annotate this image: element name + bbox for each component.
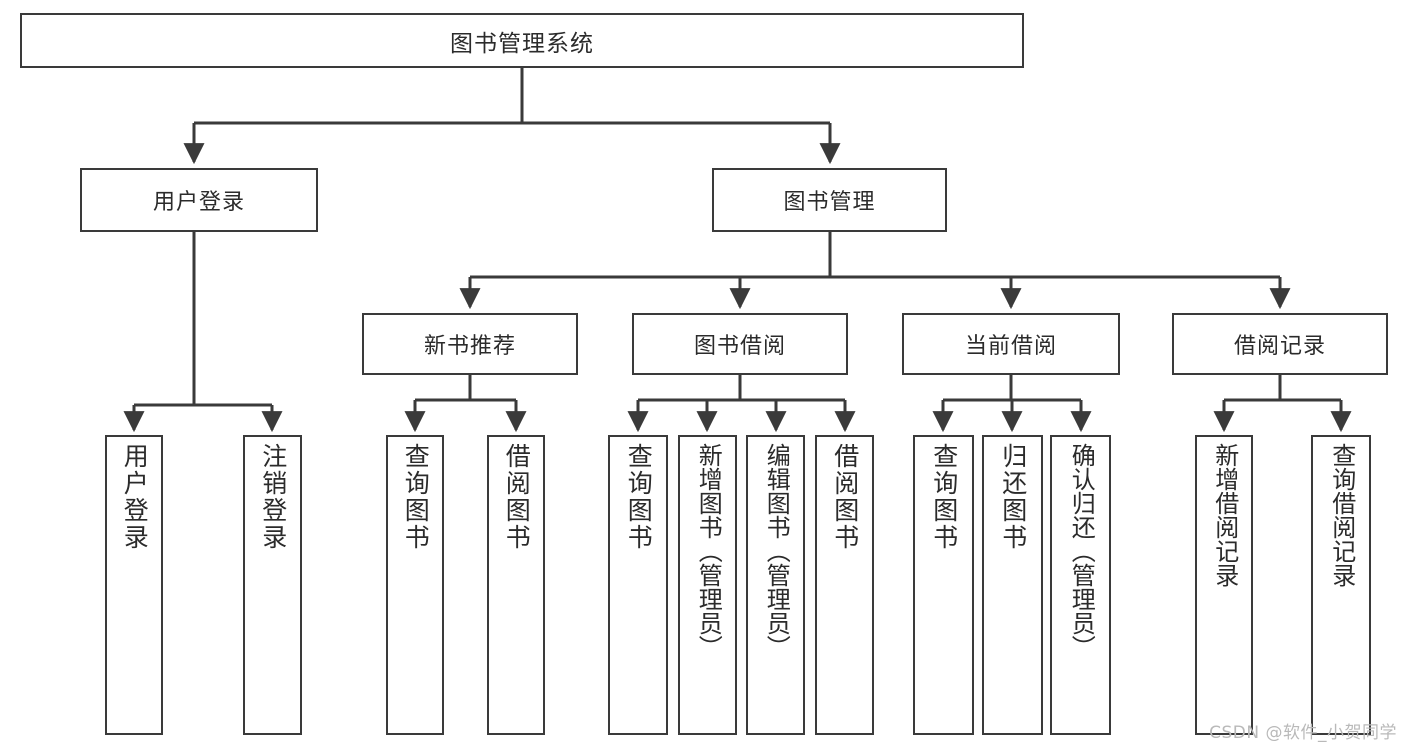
node-label: 借阅记录 xyxy=(1233,334,1326,359)
node-label: 确认归还（管理员） xyxy=(1067,443,1096,659)
node-leaf-query-book-2[interactable]: 查询图书 xyxy=(608,435,668,735)
node-label: 借阅图书 xyxy=(830,443,860,551)
node-label: 查询图书 xyxy=(401,443,431,551)
node-label: 编辑图书（管理员） xyxy=(762,443,791,659)
node-leaf-borrow-book-2[interactable]: 借阅图书 xyxy=(815,435,874,735)
node-label: 归还图书 xyxy=(998,443,1028,551)
node-leaf-query-book-1[interactable]: 查询图书 xyxy=(386,435,444,735)
node-leaf-return-book[interactable]: 归还图书 xyxy=(982,435,1043,735)
node-book-management-system[interactable]: 图书管理系统 xyxy=(20,13,1024,68)
node-leaf-add-record[interactable]: 新增借阅记录 xyxy=(1195,435,1253,735)
node-leaf-logout-login[interactable]: 注销登录 xyxy=(243,435,302,735)
node-leaf-confirm-return[interactable]: 确认归还（管理员） xyxy=(1050,435,1111,735)
node-label: 图书借阅 xyxy=(693,334,786,359)
node-label: 用户登录 xyxy=(152,190,245,215)
node-label: 查询借阅记录 xyxy=(1327,443,1356,587)
node-new-book-recommend[interactable]: 新书推荐 xyxy=(362,313,578,375)
node-label: 当前借阅 xyxy=(964,334,1057,359)
node-label: 新增借阅记录 xyxy=(1210,443,1239,587)
node-leaf-query-record[interactable]: 查询借阅记录 xyxy=(1311,435,1371,735)
node-label: 查询图书 xyxy=(929,443,959,551)
node-label: 新增图书（管理员） xyxy=(694,443,723,659)
node-leaf-edit-book[interactable]: 编辑图书（管理员） xyxy=(746,435,805,735)
node-current-borrow[interactable]: 当前借阅 xyxy=(902,313,1120,375)
node-leaf-query-book-3[interactable]: 查询图书 xyxy=(913,435,974,735)
node-book-borrow[interactable]: 图书借阅 xyxy=(632,313,848,375)
node-label: 图书管理 xyxy=(783,190,876,215)
node-user-login[interactable]: 用户登录 xyxy=(80,168,318,232)
node-label: 借阅图书 xyxy=(502,443,532,551)
node-borrow-record[interactable]: 借阅记录 xyxy=(1172,313,1388,375)
node-book-manage[interactable]: 图书管理 xyxy=(712,168,947,232)
node-leaf-borrow-book-1[interactable]: 借阅图书 xyxy=(487,435,545,735)
node-label: 查询图书 xyxy=(624,443,654,551)
watermark: CSDN @软件_小贺同学 xyxy=(1209,723,1397,743)
node-label: 注销登录 xyxy=(258,443,288,551)
node-label: 图书管理系统 xyxy=(450,30,594,57)
node-label: 新书推荐 xyxy=(423,334,516,359)
node-label: 用户登录 xyxy=(120,443,150,551)
node-leaf-user-login[interactable]: 用户登录 xyxy=(105,435,163,735)
node-leaf-add-book[interactable]: 新增图书（管理员） xyxy=(678,435,737,735)
